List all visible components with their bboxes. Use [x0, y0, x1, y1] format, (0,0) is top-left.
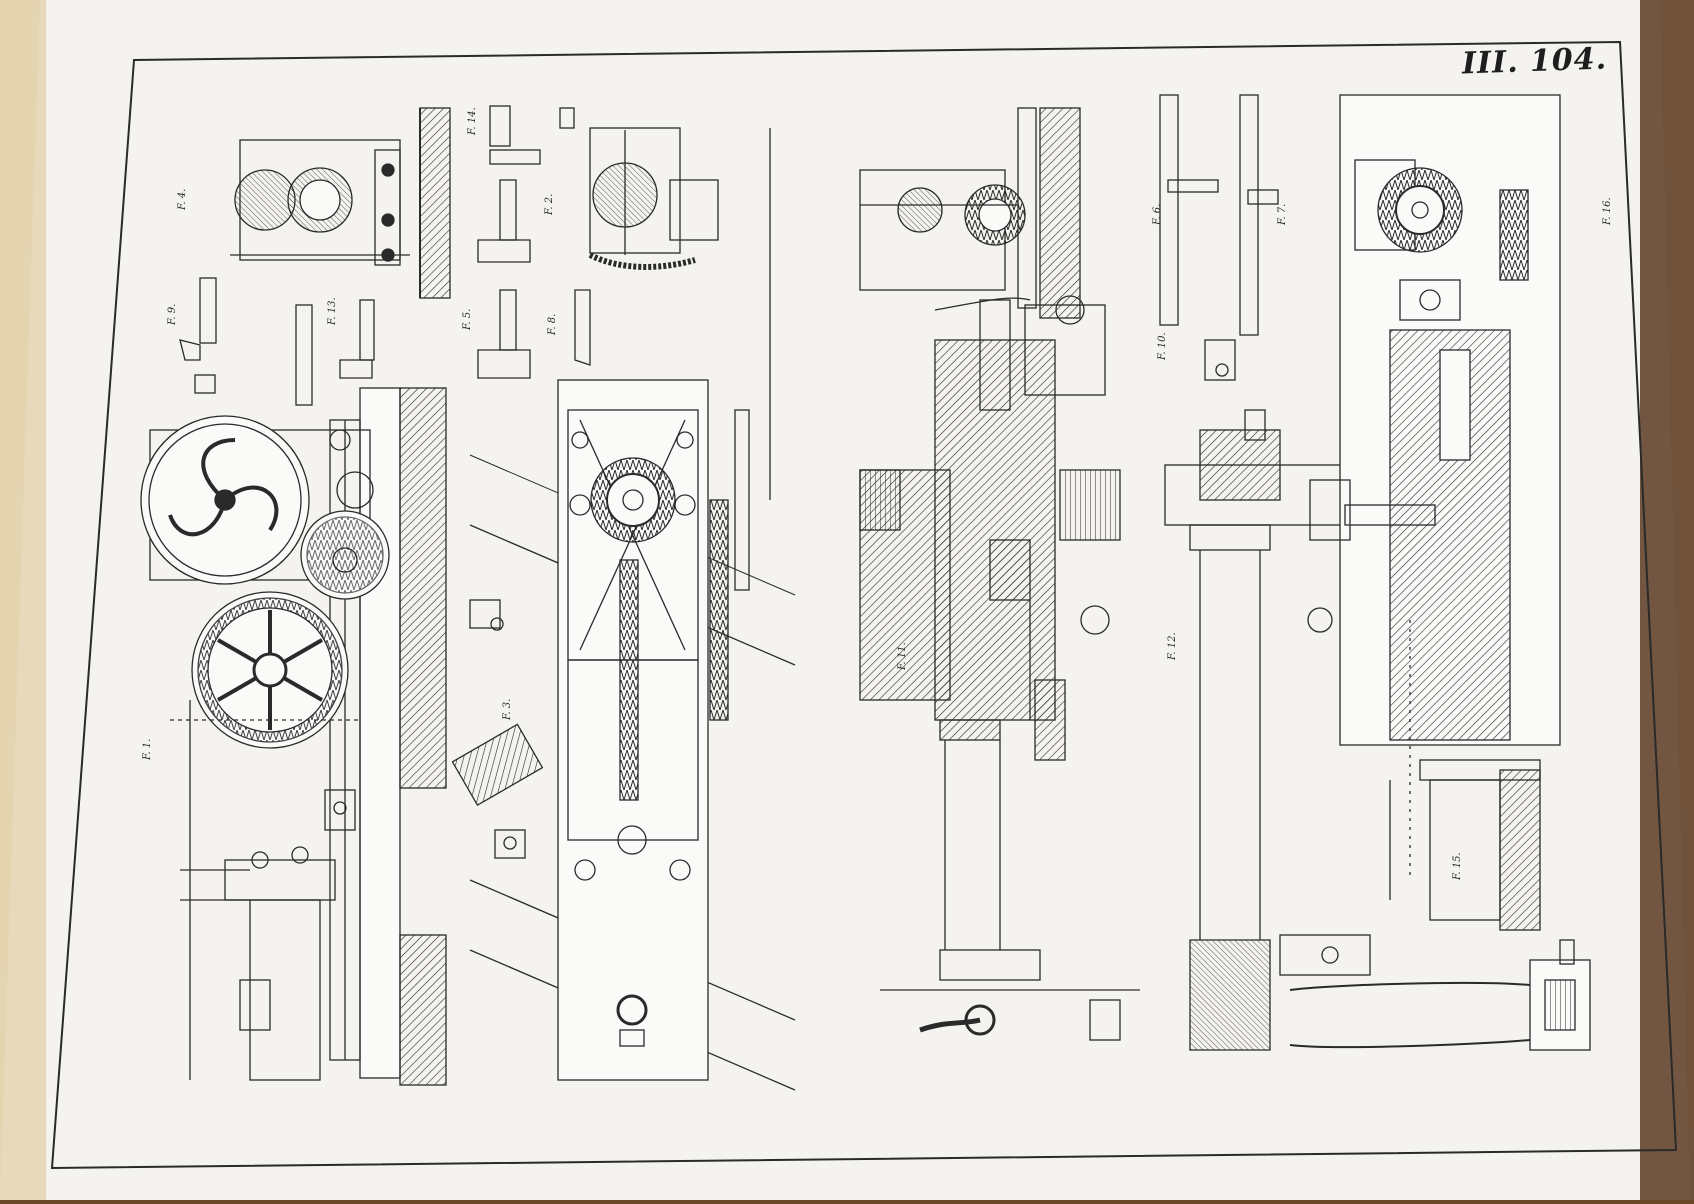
plate-number: III. 104.	[1461, 41, 1608, 82]
figure-label-fig-10: F. 10.	[1157, 332, 1168, 361]
figure-13-14-rest	[1307, 94, 1561, 931]
figure-label-fig-9: F. 9.	[167, 304, 178, 326]
figure-1-lathe-elevation	[140, 387, 447, 1086]
figures-6-7-10-details	[1159, 94, 1279, 441]
figure-2-gear-housing	[588, 127, 771, 500]
figure-label-fig-5: F. 5.	[462, 309, 473, 331]
page-gutter	[0, 0, 46, 1200]
plate-border	[50, 40, 1678, 1170]
figure-label-fig-15: F. 15.	[1452, 852, 1463, 881]
figure-11-saddle-section	[859, 107, 1140, 1041]
figure-label-fig-12: F. 12.	[1167, 632, 1178, 661]
figure-label-fig-11: F. 11.	[897, 642, 908, 671]
figure-label-fig-3: F. 3.	[502, 699, 513, 721]
figure-label-fig-8: F. 8.	[547, 314, 558, 336]
figure-label-fig-1: F. 1.	[142, 739, 153, 761]
figure-label-fig-13: F. 13.	[327, 297, 338, 326]
figure-label-fig-16: F. 16.	[1602, 197, 1613, 226]
figure-label-fig-2: F. 2.	[544, 194, 555, 216]
figure-label-fig-14: F. 14.	[467, 107, 478, 136]
drawing-ink	[140, 94, 1591, 1091]
figure-label-fig-7: F. 7.	[1277, 204, 1288, 226]
small-detail-figures	[179, 105, 591, 406]
figure-3-plan-view	[451, 379, 796, 1091]
figure-4-end-view	[230, 107, 451, 299]
figure-label-fig-4: F. 4.	[177, 189, 188, 211]
figure-label-fig-6: F. 6.	[1152, 204, 1163, 226]
